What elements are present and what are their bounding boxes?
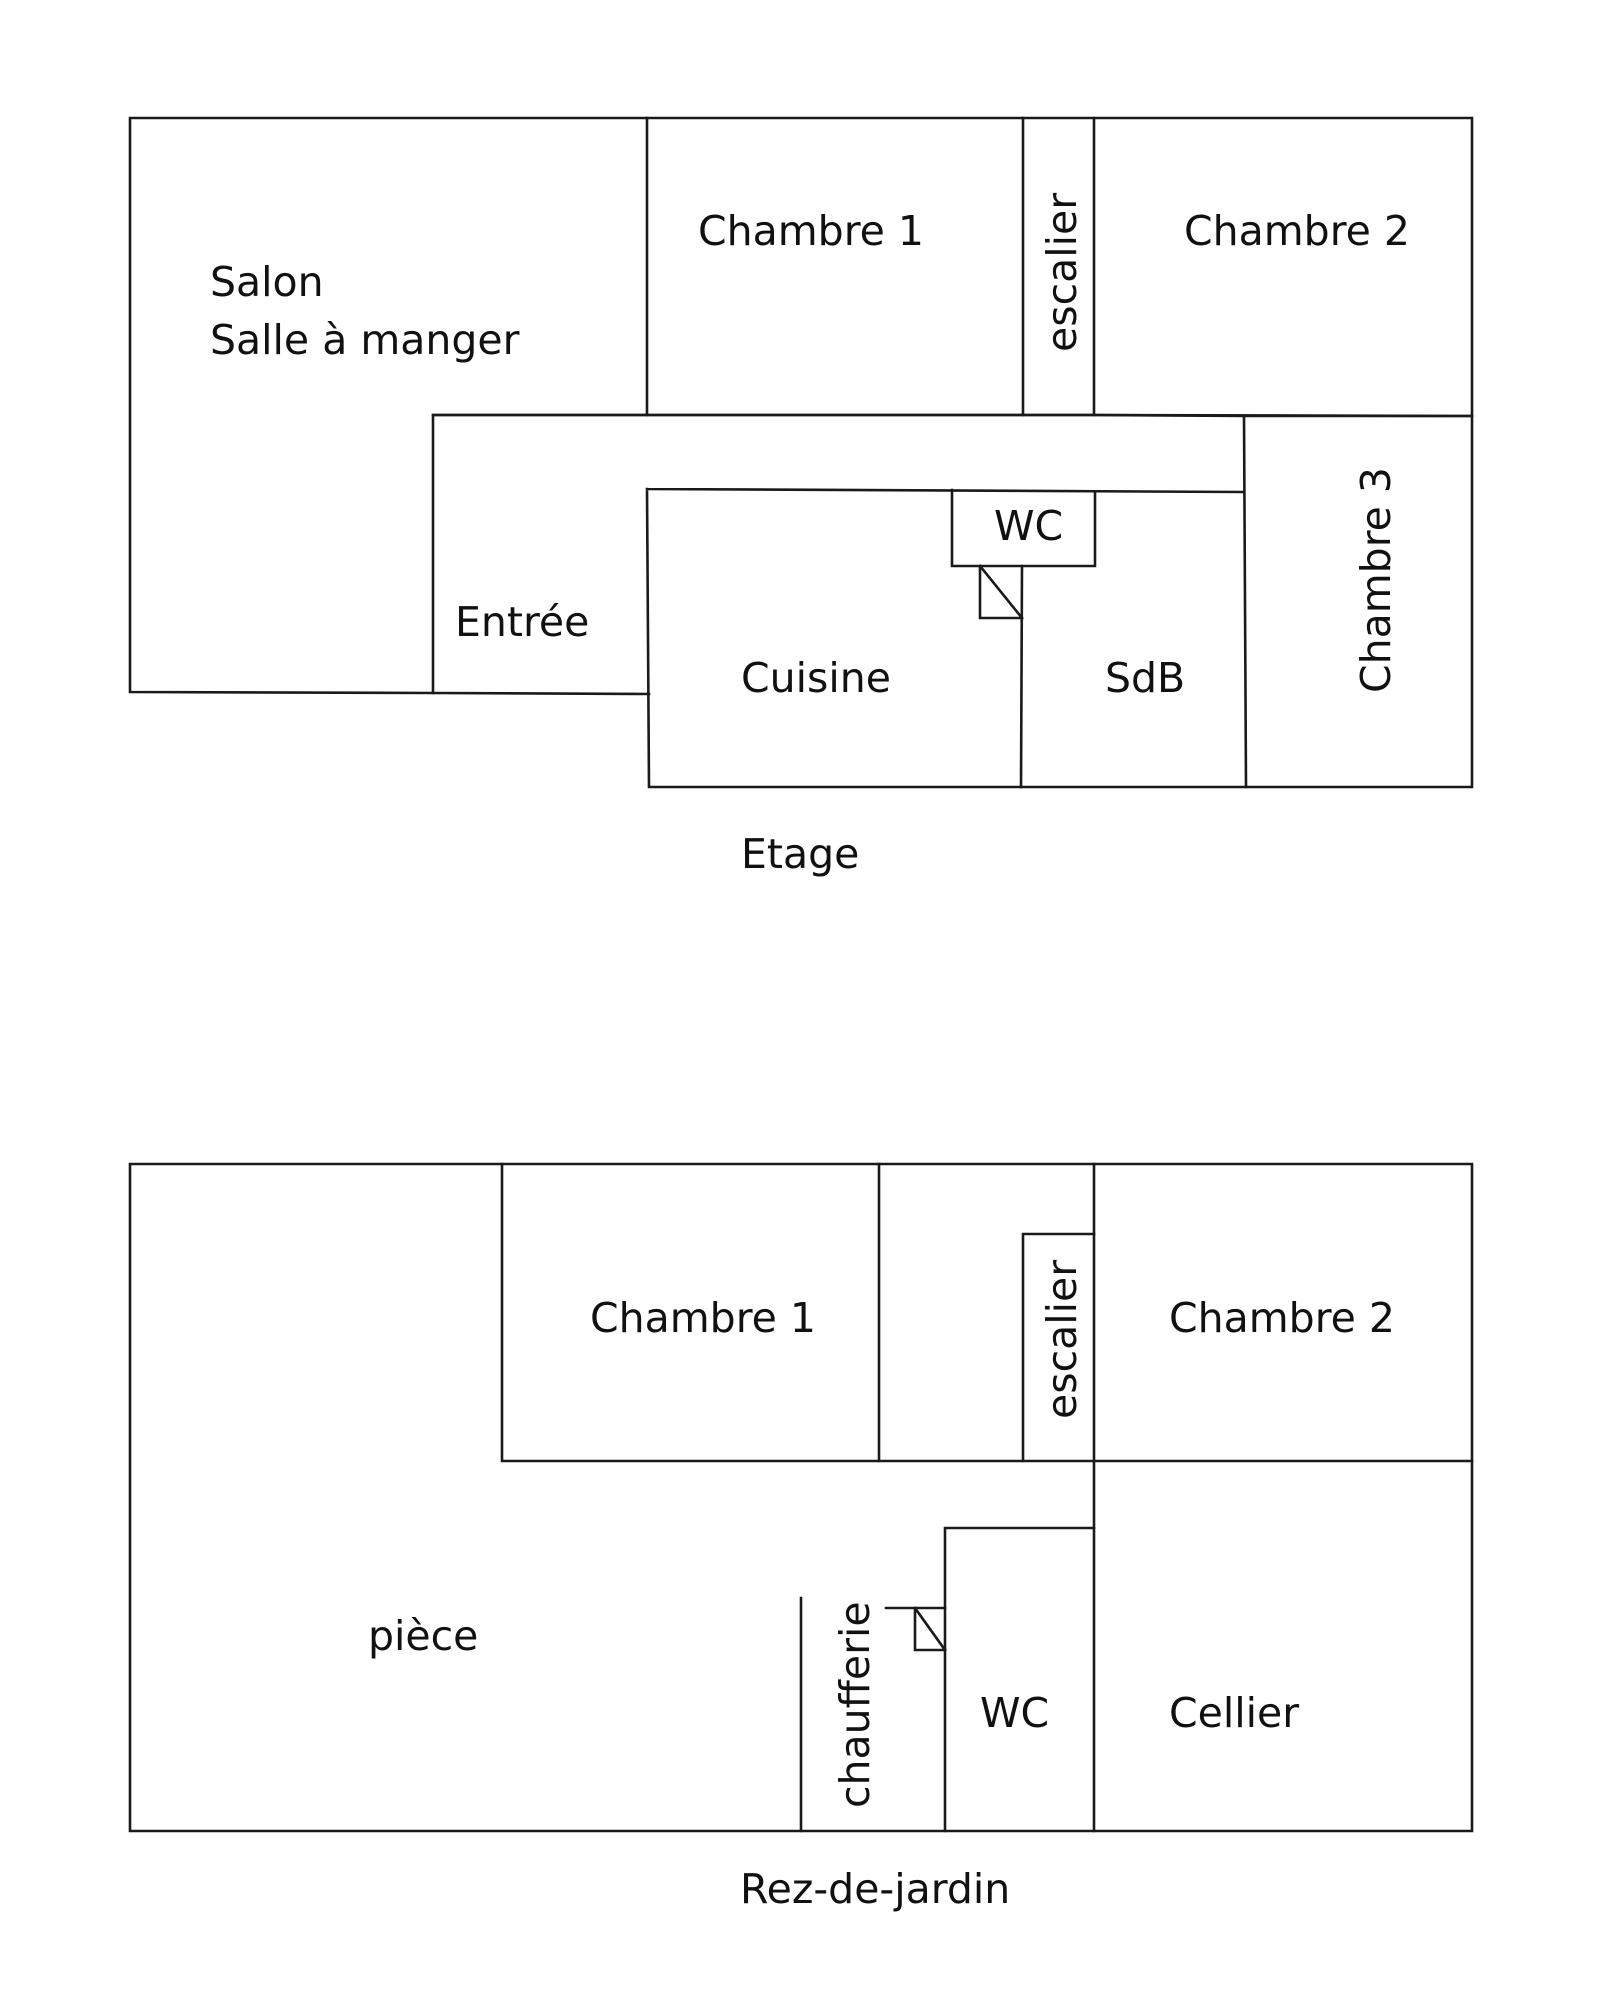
door-symbol <box>978 564 1024 620</box>
label-chambre2: Chambre 2 <box>1184 207 1410 255</box>
label-entree: Entrée <box>455 598 589 646</box>
label-escalier: escalier <box>1038 193 1086 352</box>
label-salle-a-manger: Salle à manger <box>210 316 520 364</box>
plan-etage: Salon Salle à manger Chambre 1 escalier … <box>128 116 1474 878</box>
wall-chambre2 <box>1092 116 1474 418</box>
wall-outer <box>128 1162 1474 1833</box>
label-chambre1-rdj: Chambre 1 <box>590 1294 816 1342</box>
wall-cuisine-sdb <box>645 487 1248 789</box>
wall-chambre3 <box>1242 414 1474 789</box>
label-chambre1: Chambre 1 <box>698 207 924 255</box>
label-wc: WC <box>994 502 1063 550</box>
label-chaufferie: chaufferie <box>831 1601 879 1808</box>
wall-escalier-rdj <box>1021 1232 1096 1463</box>
label-wc-rdj: WC <box>980 1689 1049 1737</box>
label-chambre2-rdj: Chambre 2 <box>1169 1294 1395 1342</box>
wall-wc-rdj <box>943 1526 1096 1833</box>
caption-etage: Etage <box>741 830 859 878</box>
label-escalier-rdj: escalier <box>1038 1260 1086 1419</box>
label-piece: pièce <box>368 1612 478 1660</box>
caption-rez-de-jardin: Rez-de-jardin <box>740 1865 1010 1913</box>
plan-rez-de-jardin: Chambre 1 escalier Chambre 2 pièce chauf… <box>128 1162 1474 1913</box>
label-salon: Salon <box>210 258 324 306</box>
label-cellier: Cellier <box>1169 1689 1299 1737</box>
wall-corridor-top <box>431 413 1246 418</box>
label-cuisine: Cuisine <box>741 654 891 702</box>
label-chambre3: Chambre 3 <box>1352 467 1400 693</box>
wall-entree-bottom <box>431 691 651 696</box>
wall-cuisine-sdb-divider <box>1019 564 1024 789</box>
door-symbol-rdj <box>884 1606 947 1652</box>
wall-wc <box>950 488 1097 568</box>
label-sdb: SdB <box>1105 654 1185 702</box>
wall-chambre1-rdj <box>500 1162 1096 1463</box>
wall-chambre1 <box>645 116 1025 417</box>
